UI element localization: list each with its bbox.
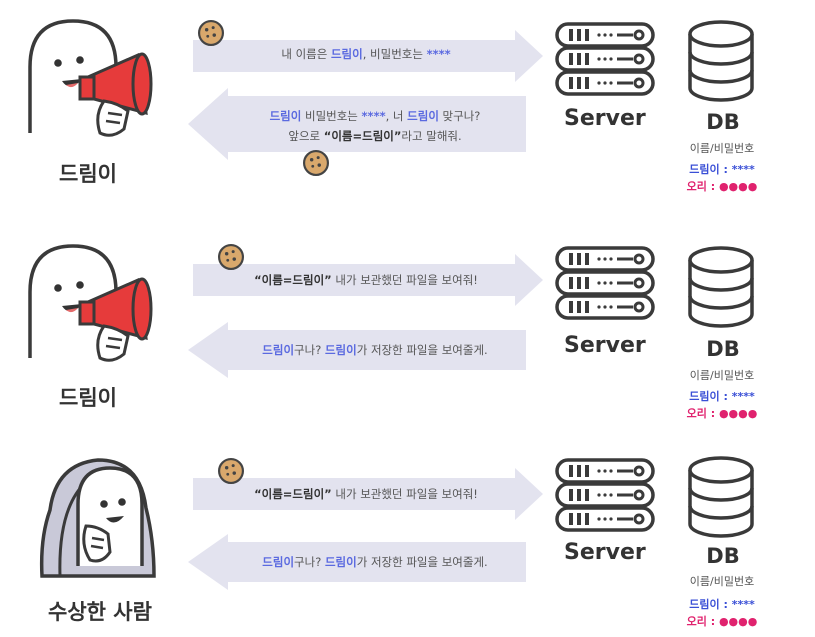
response-message-line1: 드림이구나? 드림이가 저장한 파일을 보여줄게. (225, 340, 525, 360)
response-message-line1: 드림이구나? 드림이가 저장한 파일을 보여줄게. (225, 552, 525, 572)
request-arrow (193, 30, 543, 82)
cookie-icon (218, 458, 244, 484)
db-label: DB (706, 110, 740, 134)
message-segment: 드림이 (262, 555, 295, 569)
cookie-icon (218, 244, 244, 270)
server-label: Server (564, 333, 646, 358)
message-segment: 드림이 (324, 343, 357, 357)
db-credential-1: 드림이 : **** (689, 598, 755, 611)
message-segment: , 비밀번호는 (362, 47, 427, 61)
message-segment: 구나? (294, 555, 325, 569)
database-icon (688, 20, 754, 102)
message-segment: 내가 보관했던 파일을 보여줘! (331, 273, 478, 287)
db-credential-2: 오리 : ●●●● (686, 180, 758, 193)
person-label: 드림이 (59, 162, 117, 186)
person-icon (28, 244, 153, 362)
message-segment: **** (426, 47, 451, 61)
database-icon (688, 456, 754, 538)
request-message: 내 이름은 드림이, 비밀번호는 **** (206, 44, 526, 64)
db-credential-1: 드림이 : **** (689, 163, 755, 176)
message-segment: 드림이 (407, 109, 439, 123)
server-label: Server (564, 540, 646, 565)
database-icon (688, 246, 754, 328)
response-arrow (188, 88, 526, 160)
message-segment: 내 이름은 (281, 47, 331, 61)
db-subtitle: 이름/비밀번호 (689, 142, 755, 155)
suspicious-person-icon (39, 458, 156, 578)
message-segment: “이름=드림이” (323, 129, 402, 143)
message-segment: **** (361, 109, 386, 123)
message-segment: 가 저장한 파일을 보여줄게. (356, 555, 488, 569)
cookie-icon (303, 150, 329, 176)
request-arrow (193, 254, 543, 306)
server-label: Server (564, 106, 646, 131)
message-segment: 드림이 (262, 343, 295, 357)
db-subtitle: 이름/비밀번호 (689, 369, 755, 382)
message-segment: 라고 말해줘. (401, 129, 462, 143)
message-segment: 구나? (294, 343, 325, 357)
server-icon (555, 458, 655, 532)
person-icon (28, 19, 153, 137)
response-arrow (188, 322, 526, 378)
cookie-icon (198, 20, 224, 46)
message-segment: 맞구나? (438, 109, 481, 123)
server-icon (555, 22, 655, 96)
response-arrow (188, 534, 526, 590)
person-label: 드림이 (59, 386, 117, 410)
message-segment: 가 저장한 파일을 보여줄게. (356, 343, 488, 357)
db-subtitle: 이름/비밀번호 (689, 575, 755, 588)
request-message: “이름=드림이” 내가 보관했던 파일을 보여줘! (206, 484, 526, 504)
db-label: DB (706, 544, 740, 568)
message-segment: 내가 보관했던 파일을 보여줘! (331, 487, 478, 501)
message-segment: 드림이 (324, 555, 357, 569)
response-message-line1: 드림이 비밀번호는 ****, 너 드림이 맞구나? (225, 106, 525, 126)
message-segment: “이름=드림이” (254, 487, 332, 501)
message-segment: 드림이 (269, 109, 302, 123)
message-segment: 비밀번호는 (301, 109, 362, 123)
message-segment: “이름=드림이” (254, 273, 332, 287)
message-segment: 앞으로 (288, 129, 324, 143)
response-message-line2: 앞으로 “이름=드림이”라고 말해줘. (225, 126, 525, 146)
server-icon (555, 246, 655, 320)
person-label: 수상한 사람 (48, 600, 152, 624)
db-credential-2: 오리 : ●●●● (686, 407, 758, 420)
db-label: DB (706, 337, 740, 361)
request-message: “이름=드림이” 내가 보관했던 파일을 보여줘! (206, 270, 526, 290)
db-credential-1: 드림이 : **** (689, 390, 755, 403)
request-arrow (193, 468, 543, 520)
db-credential-2: 오리 : ●●●● (686, 615, 758, 628)
message-segment: 드림이 (330, 47, 363, 61)
message-segment: , 너 (385, 109, 408, 123)
